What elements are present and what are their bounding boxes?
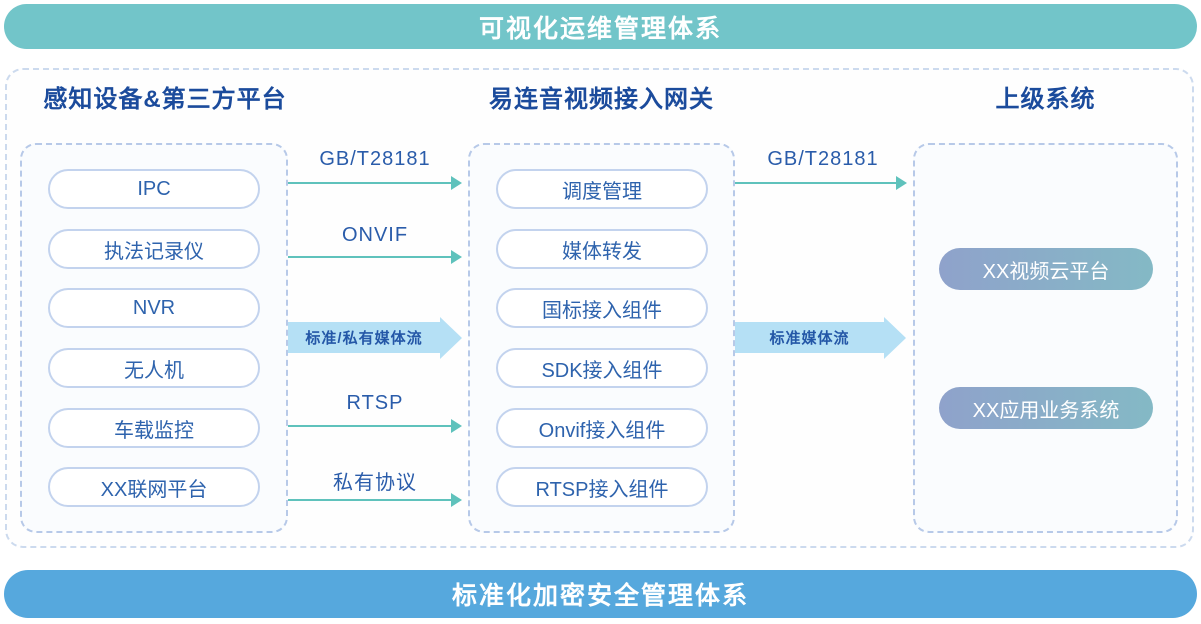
bottom-banner: 标准化加密安全管理体系	[4, 570, 1197, 618]
device-node-nvr: NVR	[48, 288, 260, 328]
arrow-label-rtsp: RTSP	[346, 392, 404, 414]
gateway-node-sdk-access: SDK接入组件	[496, 348, 708, 388]
upper-node-video-cloud: XX视频云平台	[939, 248, 1153, 290]
arrow-gbt28181-left	[288, 176, 462, 190]
arrow-rtsp	[288, 419, 462, 433]
device-node-xx-network-platform: XX联网平台	[48, 467, 260, 507]
gateway-node-rtsp-access: RTSP接入组件	[496, 467, 708, 507]
arrow-onvif	[288, 250, 462, 264]
arrow-standard-media-stream: 标准媒体流	[735, 322, 884, 353]
device-node-ipc: IPC	[48, 169, 260, 209]
device-node-drone: 无人机	[48, 348, 260, 388]
upper-systems-box: XX视频云平台 XX应用业务系统	[913, 143, 1178, 533]
arrow-label-gbt28181-left: GB/T28181	[319, 148, 431, 170]
top-banner: 可视化运维管理体系	[4, 4, 1197, 49]
arrow-label-onvif: ONVIF	[341, 224, 409, 246]
gateway-node-onvif-access: Onvif接入组件	[496, 408, 708, 448]
device-node-vehicle-monitor: 车载监控	[48, 408, 260, 448]
arrow-label-private-protocol: 私有协议	[333, 472, 417, 494]
top-banner-label: 可视化运维管理体系	[478, 14, 722, 43]
gateway-node-dispatch: 调度管理	[496, 169, 708, 209]
gateway-box: 调度管理 媒体转发 国标接入组件 SDK接入组件 Onvif接入组件 RTSP接…	[468, 143, 735, 533]
upper-node-app-business: XX应用业务系统	[939, 387, 1153, 429]
gateway-node-gb-access: 国标接入组件	[496, 288, 708, 328]
upper-column-title: 上级系统	[995, 86, 1096, 113]
arrow-standard-private-media-stream: 标准/私有媒体流	[288, 322, 440, 353]
devices-box: IPC 执法记录仪 NVR 无人机 车载监控 XX联网平台	[20, 143, 288, 533]
arrow-gbt28181-right	[735, 176, 907, 190]
devices-column-title: 感知设备&第三方平台	[43, 86, 287, 113]
arrow-label-gbt28181-right: GB/T28181	[767, 148, 879, 170]
gateway-node-media-forward: 媒体转发	[496, 229, 708, 269]
arrow-private-protocol	[288, 493, 462, 507]
gateway-column-title: 易连音视频接入网关	[489, 86, 714, 113]
device-node-body-camera: 执法记录仪	[48, 229, 260, 269]
bottom-banner-label: 标准化加密安全管理体系	[451, 582, 749, 610]
